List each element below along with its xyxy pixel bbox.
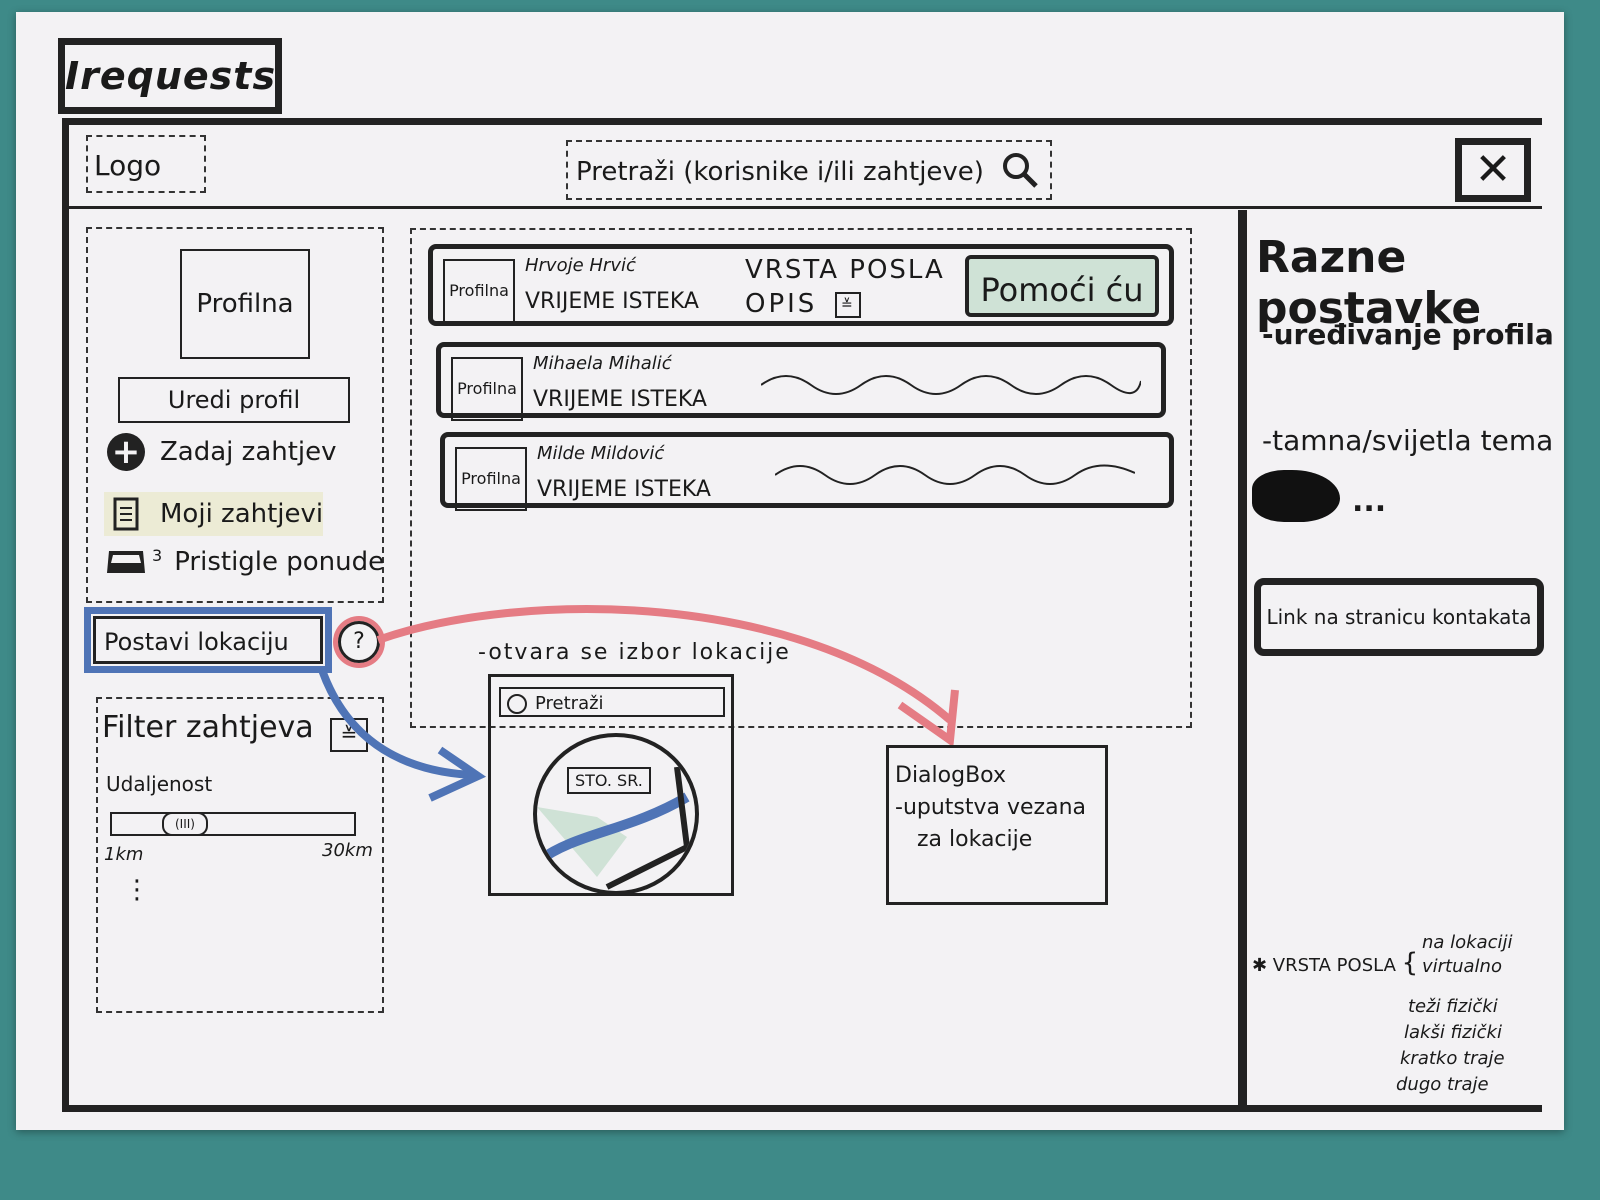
menu-item-incoming-offers[interactable]: 3 Pristigle ponude <box>104 540 384 584</box>
menu-item-my-requests[interactable]: Moji zahtjevi <box>104 492 324 536</box>
plus-circle-icon: + <box>104 430 148 474</box>
contact-page-link[interactable]: Link na stranicu kontakata <box>1254 578 1544 656</box>
job-type: VRSTA POSLA <box>745 255 945 285</box>
placeholder-text-squiggle <box>761 375 1141 395</box>
profile-panel <box>86 227 384 603</box>
slider-max-label: 30km <box>322 840 373 861</box>
offers-count-badge: 3 <box>152 545 163 565</box>
edit-profile-button[interactable]: Uredi profil <box>118 377 350 423</box>
filter-panel <box>96 697 384 1013</box>
menu-item-label: Pristigle ponude <box>174 547 385 577</box>
location-help-dialog: DialogBox -uputstva vezana za lokacije <box>886 745 1108 905</box>
location-picker[interactable]: Pretraži STO. SR. <box>488 674 734 896</box>
location-picker-hint: -otvara se izbor lokacije <box>478 640 791 665</box>
document-icon <box>104 492 148 536</box>
location-search-input[interactable]: Pretraži <box>499 687 725 717</box>
search-icon[interactable] <box>1000 150 1040 190</box>
description: OPIS ≚ <box>745 289 862 319</box>
expiry-time: VRIJEME ISTEKA <box>537 477 711 502</box>
dialog-line: -uputstva vezana <box>895 795 1087 820</box>
settings-item-theme[interactable]: -tamna/svijetla tema <box>1262 424 1554 457</box>
slider-min-label: 1km <box>104 844 144 865</box>
expiry-time: VRIJEME ISTEKA <box>533 387 707 412</box>
request-list <box>410 228 1192 728</box>
legend-option: lakši fizički <box>1404 1022 1502 1043</box>
header-divider <box>62 206 1542 209</box>
settings-title: Razne postavke <box>1256 232 1482 334</box>
description-label: OPIS <box>745 289 818 319</box>
distance-label: Udaljenost <box>106 772 213 796</box>
legend-option: teži fizički <box>1408 996 1498 1017</box>
avatar[interactable]: Profilna <box>451 357 523 421</box>
dialog-title: DialogBox <box>895 763 1006 788</box>
legend-option: na lokaciji <box>1422 932 1513 953</box>
job-type-legend: ✱ VRSTA POSLA { <box>1252 948 1418 978</box>
distance-slider[interactable]: (III) <box>110 812 356 836</box>
menu-item-label: Moji zahtjevi <box>160 499 324 529</box>
logo-placeholder[interactable]: Logo <box>86 135 206 193</box>
map-view[interactable]: STO. SR. <box>533 733 699 895</box>
avatar[interactable]: Profilna <box>455 447 527 511</box>
map-pin-label: STO. SR. <box>567 767 651 794</box>
menu-item-new-request[interactable]: + Zadaj zahtjev <box>104 430 337 474</box>
request-card[interactable]: Profilna Mihaela Mihalić VRIJEME ISTEKA <box>436 342 1166 421</box>
slider-handle[interactable]: (III) <box>162 812 208 836</box>
legend-prefix: ✱ VRSTA POSLA <box>1252 955 1396 976</box>
app-window <box>62 118 1542 1112</box>
help-icon[interactable]: ? <box>338 621 380 663</box>
more-filters-indicator: ⋮ <box>124 875 150 905</box>
request-card[interactable]: Profilna Hrvoje Hrvić VRIJEME ISTEKA VRS… <box>428 244 1174 326</box>
help-offer-button[interactable]: Pomoći ću <box>965 255 1159 317</box>
settings-item-edit-profile[interactable]: -uređivanje profila <box>1262 318 1554 351</box>
expiry-time: VRIJEME ISTEKA <box>525 289 699 314</box>
location-search-label: Pretraži <box>535 693 604 714</box>
more-settings-indicator: ... <box>1352 484 1387 519</box>
set-location-button[interactable]: Postavi lokaciju <box>84 607 332 673</box>
settings-toggle-button[interactable]: ✕ <box>1455 138 1531 202</box>
legend-option: kratko traje <box>1400 1048 1505 1069</box>
legend-option: virtualno <box>1422 956 1502 977</box>
legend-brace: { <box>1401 948 1419 978</box>
close-icon: ✕ <box>1474 144 1512 195</box>
search-icon <box>507 694 527 714</box>
avatar[interactable]: Profilna <box>443 259 515 323</box>
dialog-line: za lokacije <box>917 827 1033 852</box>
requester-name: Mihaela Mihalić <box>533 353 672 374</box>
legend-option: dugo traje <box>1396 1074 1489 1095</box>
menu-item-label: Zadaj zahtjev <box>160 437 337 467</box>
inbox-icon <box>104 540 148 584</box>
search-bar[interactable]: Pretraži (korisnike i/ili zahtjeve) <box>566 140 1052 200</box>
scribble-mark <box>1252 470 1340 522</box>
request-card[interactable]: Profilna Milde Mildović VRIJEME ISTEKA <box>440 432 1174 511</box>
app-name: Irequests <box>58 38 282 114</box>
settings-panel <box>1238 210 1551 1112</box>
avatar[interactable]: Profilna <box>180 249 310 359</box>
filter-title: Filter zahtjeva <box>102 710 314 745</box>
map-roads <box>537 766 691 890</box>
chevron-down-icon[interactable]: ≚ <box>835 291 862 318</box>
requester-name: Milde Mildović <box>537 443 665 464</box>
placeholder-text-squiggle <box>775 464 1135 485</box>
requester-name: Hrvoje Hrvić <box>525 255 636 276</box>
search-input[interactable]: Pretraži (korisnike i/ili zahtjeve) <box>576 157 984 187</box>
